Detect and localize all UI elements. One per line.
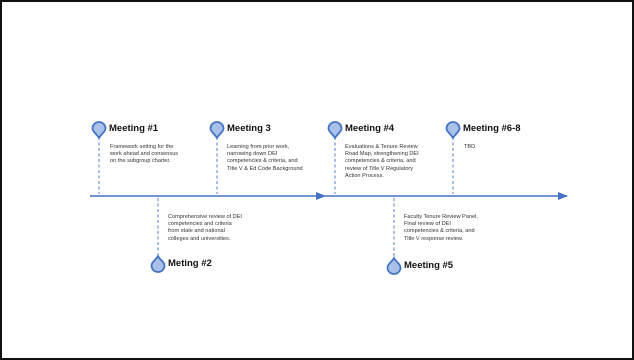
meeting-3-title: Meeting 3 [227,123,271,134]
map-pin-icon [209,121,225,141]
meeting-2-description: Comprehensive review of DEI competencies… [168,214,242,242]
meeting-5-title: Meeting #5 [404,260,454,271]
meeting-2-title: Meting #2 [168,258,212,269]
meeting-6-8-title: Meeting #6-8 [463,123,521,134]
meeting-5-description: Faculty Tenure Review Panel, Final revie… [404,214,478,242]
meeting-3-description: Learning from prior work, narrowing down… [227,144,303,172]
map-pin-icon [445,121,461,141]
map-pin-icon [150,253,166,273]
meeting-4-description: Evaluations & Tenure Review Road Map, st… [345,144,419,179]
map-pin-icon [91,121,107,141]
map-pin-icon [327,121,343,141]
meeting-1-title: Meeting #1 [109,123,159,134]
meeting-6-8-description: TBD [464,144,476,150]
meeting-1-description: Framework setting for the work ahead and… [110,144,179,165]
meeting-4-title: Meeting #4 [345,123,395,134]
map-pin-icon [386,255,402,275]
